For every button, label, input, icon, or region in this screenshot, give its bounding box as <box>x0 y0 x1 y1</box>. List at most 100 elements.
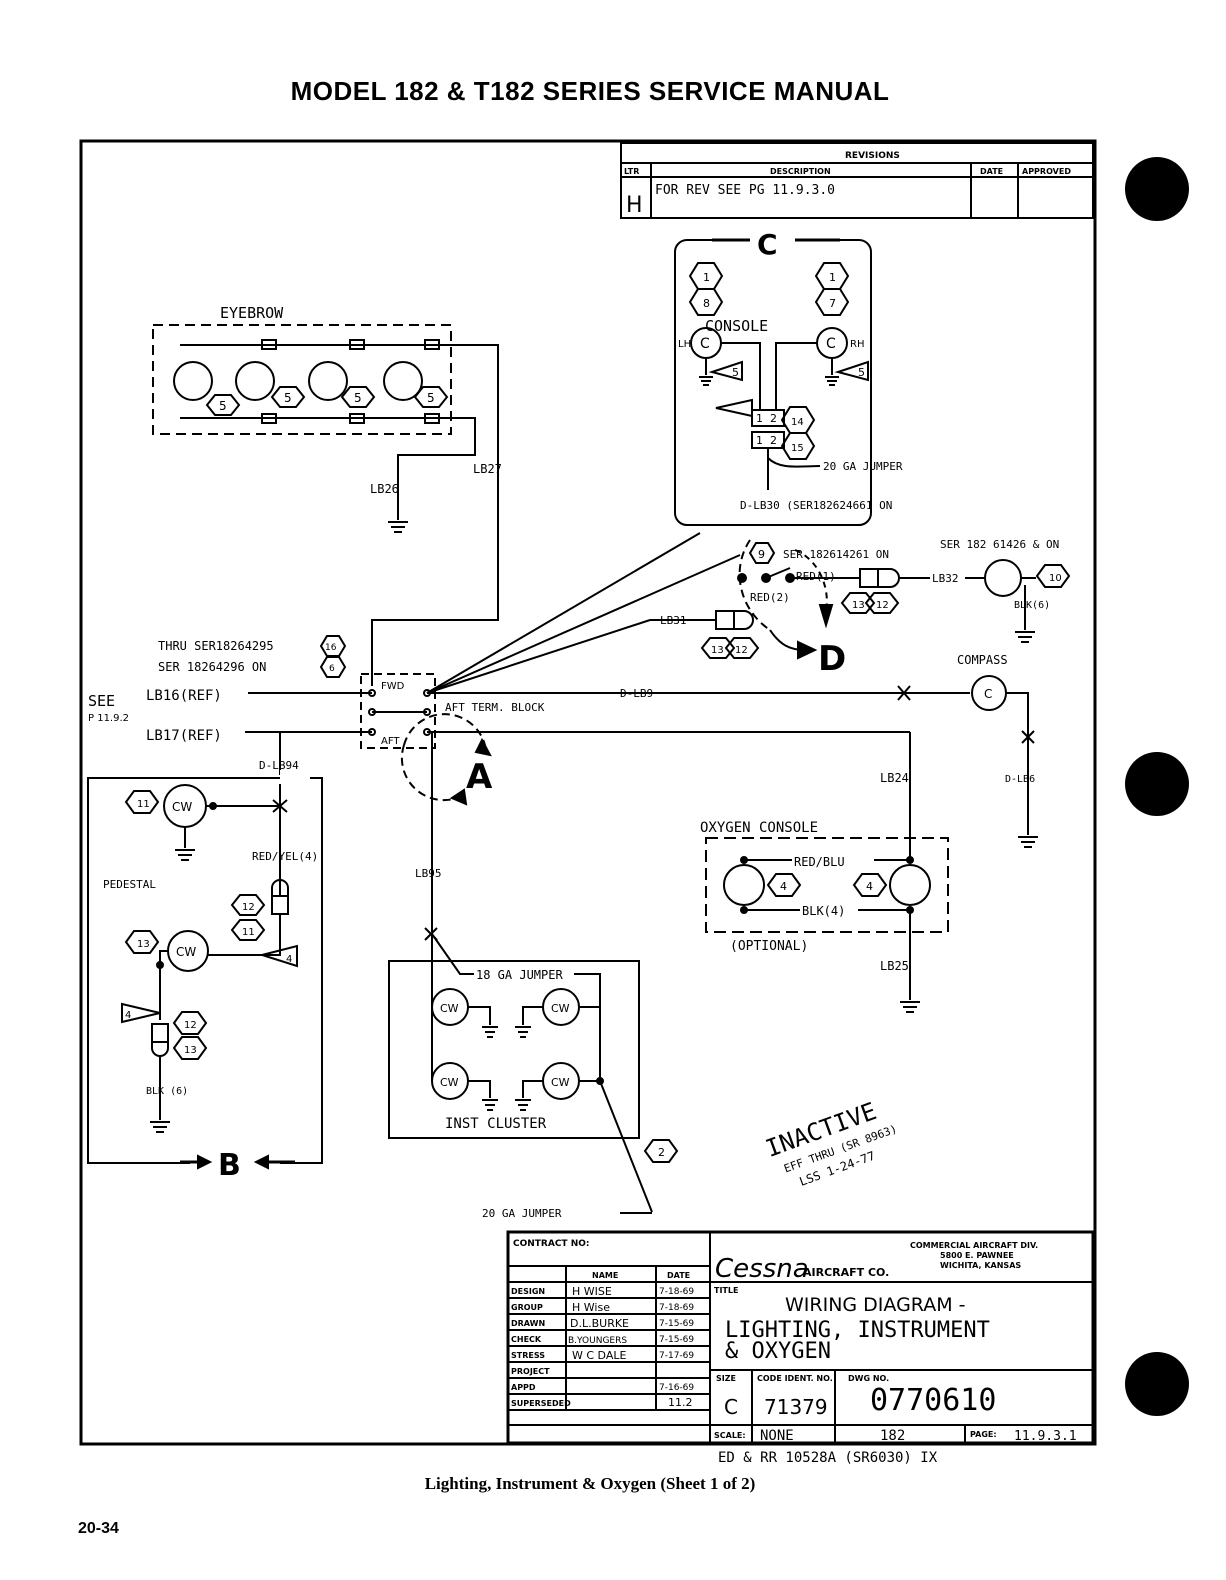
console-label: CONSOLE <box>705 317 768 335</box>
ur-note-12b: 12 <box>735 645 748 656</box>
division-1: COMMERCIAL AIRCRAFT DIV. <box>910 1241 1038 1250</box>
ref-lb16: LB16(REF) <box>146 688 222 704</box>
console-rh: RH <box>850 339 864 350</box>
tb-date-design: 7-18-69 <box>659 1287 694 1297</box>
console-lh-lamp: C <box>700 336 710 352</box>
eyebrow-note-3: 5 <box>354 391 362 405</box>
plug-pin-1b: 1 <box>756 434 763 447</box>
console-note-5a: 5 <box>732 366 739 379</box>
tb-size-label: SIZE <box>716 1374 736 1383</box>
ref-note-16: 16 <box>325 643 337 653</box>
tb-scale-label: SCALE: <box>714 1431 746 1440</box>
pedestal-note-12a: 11 <box>242 927 255 938</box>
console-note-1a: 1 <box>703 271 710 284</box>
plug-pin-1a: 1 <box>756 412 763 425</box>
pedestal-note-12b: 12 <box>184 1020 197 1031</box>
pedestal-note-13b: 13 <box>184 1045 197 1056</box>
tb-contract: CONTRACT NO: <box>513 1239 589 1249</box>
ref-see: SEE <box>88 692 115 710</box>
wire-lb25: LB25 <box>880 959 909 973</box>
ref-thru: THRU SER18264295 <box>158 639 274 653</box>
tb-role-group: GROUP <box>511 1303 543 1312</box>
tb-name-check: B.YOUNGERS <box>568 1336 627 1346</box>
wire-d-lb94: D-LB94 <box>259 759 299 772</box>
ur-red2: RED(2) <box>750 591 790 604</box>
tb-title-label: TITLE <box>714 1286 738 1295</box>
tb-name-group: H Wise <box>572 1301 610 1314</box>
term-aft: AFT <box>381 736 400 747</box>
term-block-label: AFT TERM. BLOCK <box>445 701 545 714</box>
page-number: 20-34 <box>78 1520 119 1537</box>
company-suffix: AIRCRAFT CO. <box>803 1266 889 1279</box>
ur-red1: RED(1) <box>796 570 836 583</box>
tb-size: C <box>724 1395 738 1419</box>
ur-ser1: SER 182614261 ON <box>783 548 889 561</box>
wire-lb24: LB24 <box>880 771 909 785</box>
cluster-note-2: 2 <box>658 1146 665 1159</box>
tb-date-appd: 7-16-69 <box>659 1383 694 1393</box>
title-block: CONTRACT NO: NAME DATE DESIGN GROUP DRAW… <box>506 1230 1095 1466</box>
rev-description: FOR REV SEE PG 11.9.3.0 <box>655 183 835 198</box>
eyebrow-note-1: 5 <box>219 399 227 413</box>
oxygen-label: OXYGEN CONSOLE <box>700 820 818 836</box>
pedestal-note-11a: 11 <box>137 799 150 810</box>
rev-col-description: DESCRIPTION <box>770 167 831 176</box>
pedestal-label: PEDESTAL <box>103 878 156 891</box>
inst-cluster: 18 GA JUMPER CW CW CW CW INST CLUSTER 20… <box>388 927 679 1220</box>
wire-d-lb9: D-LB9 <box>620 687 653 700</box>
tb-dwg-label: DWG NO. <box>848 1374 889 1383</box>
figure-caption: Lighting, Instrument & Oxygen (Sheet 1 o… <box>424 1474 756 1493</box>
cluster-cw-2: CW <box>551 1002 570 1015</box>
ref-ser-on: SER 18264296 ON <box>158 660 266 674</box>
tb-role-appd: APPD <box>511 1383 536 1392</box>
tb-role-superseded: SUPERSEDED <box>511 1399 571 1408</box>
tb-role-project: PROJECT <box>511 1367 550 1376</box>
oxygen-note-4b: 4 <box>866 880 873 893</box>
console-note-8: 8 <box>703 297 710 310</box>
upper-right-wiring: 9 SER 182614261 ON SER 182 61426 & ON RE… <box>426 532 1071 694</box>
console-note-15: 15 <box>791 443 804 454</box>
revisions-heading: REVISIONS <box>845 151 900 161</box>
tb-code-label: CODE IDENT. NO. <box>757 1374 833 1383</box>
ur-blk6: BLK(6) <box>1014 600 1050 611</box>
compass-lamp-label: C <box>984 687 992 701</box>
connector-b-label: B <box>218 1148 241 1183</box>
ur-ser2: SER 182 61426 & ON <box>940 538 1059 551</box>
tb-title-line2: LIGHTING, INSTRUMENT <box>725 1318 990 1343</box>
console-wire-lb30: D-LB30 (SER182624661 ON <box>740 499 892 512</box>
cluster-cw-3: CW <box>440 1076 459 1089</box>
oxygen-console: OXYGEN CONSOLE RED/BLU BLK(4) 4 4 (OPTIO… <box>700 820 949 1013</box>
ur-note-10: 10 <box>1049 573 1062 584</box>
wire-lb26: LB26 <box>370 482 399 496</box>
rev-col-date: DATE <box>980 167 1003 176</box>
console-note-7: 7 <box>829 297 836 310</box>
revisions-table: REVISIONS LTR DESCRIPTION DATE APPROVED … <box>620 142 1094 219</box>
console-area: C CONSOLE LH RH C C 5 5 1 2 1 2 20 GA JU… <box>674 228 903 526</box>
tb-role-stress: STRESS <box>511 1351 545 1360</box>
eyebrow-note-2: 5 <box>284 391 292 405</box>
connector-c-label: C <box>757 228 778 261</box>
tb-role-check: CHECK <box>511 1335 542 1344</box>
inactive-stamp: INACTIVE EFF THRU (SR 8963) LSS 1-24-77 <box>762 1097 899 1189</box>
console-rh-lamp: C <box>826 336 836 352</box>
oxygen-note-4a: 4 <box>780 880 787 893</box>
tb-page: 11.9.3.1 <box>1014 1429 1077 1444</box>
tb-page-label: PAGE: <box>970 1430 997 1439</box>
console-note-5b: 5 <box>858 366 865 379</box>
wire-lb31: LB31 <box>660 614 687 627</box>
ref-lb17: LB17(REF) <box>146 728 222 744</box>
ref-note-6: 6 <box>329 664 335 674</box>
tb-col-date: DATE <box>667 1271 690 1280</box>
compass-label: COMPASS <box>957 653 1008 667</box>
pedestal-note-13a: 12 <box>242 902 255 913</box>
pedestal-cw-2: CW <box>176 945 196 959</box>
tb-name-drawn: D.L.BURKE <box>570 1317 629 1330</box>
pedestal-note-4a: 4 <box>286 954 292 965</box>
cluster-cw-4: CW <box>551 1076 570 1089</box>
tb-date-group: 7-18-69 <box>659 1303 694 1313</box>
console-note-14: 14 <box>791 417 804 428</box>
aft-terminal-block: FWD AFT AFT TERM. BLOCK SEE LB16(REF) P … <box>88 635 545 749</box>
plug-pin-2b: 2 <box>770 434 777 447</box>
wire-lb32: LB32 <box>932 572 959 585</box>
tb-scale: NONE <box>760 1428 794 1444</box>
